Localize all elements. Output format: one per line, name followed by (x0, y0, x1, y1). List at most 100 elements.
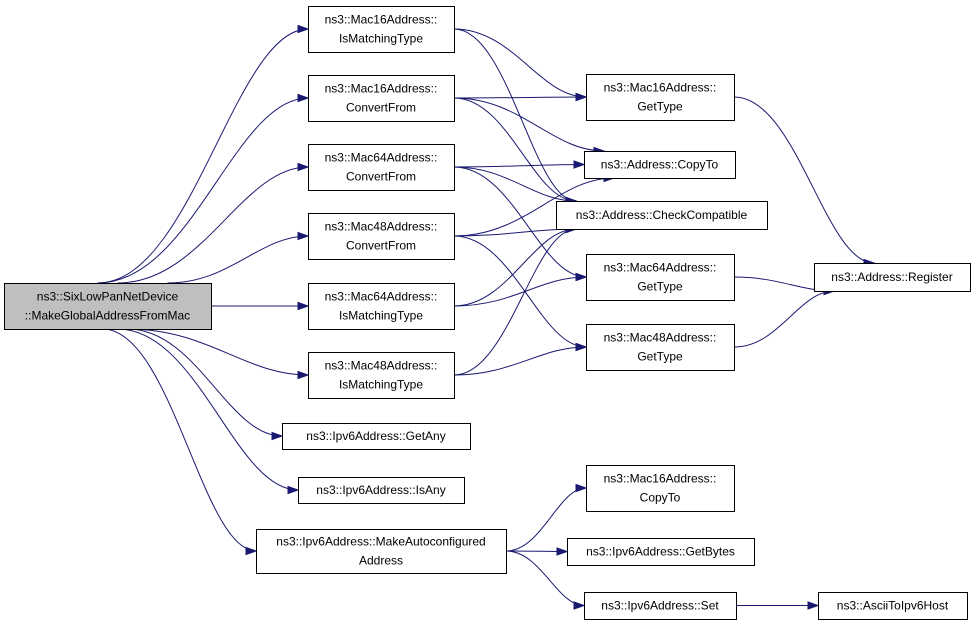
node-mac48-ismatch[interactable]: ns3::Mac48Address::IsMatchingType (308, 352, 455, 399)
node-label: ns3::Mac16Address:: (325, 82, 438, 96)
node-box (282, 423, 471, 450)
node-label: ns3::Ipv6Address::IsAny (316, 483, 445, 497)
edge-root-to-mac48-convert (167, 235, 309, 284)
edge-mac64-convert-to-addr-copyto-arrowhead (573, 160, 586, 169)
edge-mac48-convert-to-addr-copyto (453, 177, 615, 237)
node-ipv6-set[interactable]: ns3::Ipv6Address::Set (584, 592, 737, 620)
node-box (556, 201, 768, 230)
node-label: ns3::Mac16Address:: (604, 472, 717, 486)
edge-root-to-mac64-ismatch-arrowhead (297, 301, 310, 311)
node-label: ns3::Address::Register (831, 270, 952, 284)
node-ipv6-isany[interactable]: ns3::Ipv6Address::IsAny (298, 477, 465, 504)
node-addr-register[interactable]: ns3::Address::Register (814, 263, 971, 292)
edge-root-to-mac16-convert (97, 97, 309, 284)
edge-mac48-convert-to-mac48-gettype (453, 235, 587, 348)
node-label: IsMatchingType (339, 309, 423, 323)
edge-ipv6-makeauto-to-ipv6-getbytes-arrowhead (556, 547, 569, 556)
node-label: ConvertFrom (346, 239, 416, 253)
edge-mac16-convert-to-addr-copyto (453, 97, 605, 152)
edge-mac16-convert-to-mac16-gettype-arrowhead (575, 92, 588, 102)
node-label: IsMatchingType (339, 32, 423, 46)
node-box (308, 144, 455, 191)
edge-root-to-mac16-ismatch-arrowhead (297, 24, 310, 34)
node-box (586, 254, 735, 301)
edge-root-to-mac48-ismatch-arrowhead (297, 370, 310, 380)
edge-root-to-ipv6-getany (127, 328, 283, 437)
edge-mac48-ismatch-to-addr-checkcompat (453, 228, 577, 376)
node-addr-checkcompat[interactable]: ns3::Address::CheckCompatible (556, 201, 768, 230)
edge-mac48-gettype-to-addr-register (733, 290, 835, 348)
node-ipv6-getbytes[interactable]: ns3::Ipv6Address::GetBytes (567, 538, 755, 566)
node-label: ns3::Address::CheckCompatible (576, 208, 748, 222)
node-mac16-gettype[interactable]: ns3::Mac16Address::GetType (586, 74, 735, 121)
node-label: ns3::AsciiToIpv6Host (837, 599, 949, 613)
edges (97, 24, 876, 610)
edge-root-to-ipv6-makeauto-arrowhead (245, 546, 258, 556)
edge-mac64-ismatch-to-mac64-gettype-arrowhead (575, 272, 588, 282)
node-mac48-gettype[interactable]: ns3::Mac48Address::GetType (586, 324, 735, 371)
node-mac64-ismatch[interactable]: ns3::Mac64Address::IsMatchingType (308, 283, 455, 330)
edge-mac64-convert-to-mac64-gettype (453, 166, 587, 278)
edge-root-to-mac64-convert-arrowhead (297, 162, 310, 172)
node-box (586, 465, 735, 512)
node-label: GetType (637, 100, 683, 114)
node-label: ns3::Mac48Address:: (325, 220, 438, 234)
edge-root-to-mac48-convert-arrowhead (297, 231, 310, 241)
node-box (818, 592, 968, 620)
edge-mac48-ismatch-to-mac48-gettype-arrowhead (575, 342, 588, 352)
node-label: ns3::Ipv6Address::GetBytes (586, 545, 735, 559)
node-label: ns3::Ipv6Address::Set (601, 599, 719, 613)
node-box (584, 592, 737, 620)
node-box (256, 529, 507, 574)
edge-root-to-ipv6-makeauto (102, 328, 257, 552)
edge-mac16-convert-to-addr-checkcompat (453, 97, 577, 202)
node-mac48-convert[interactable]: ns3::Mac48Address::ConvertFrom (308, 213, 455, 260)
node-label: Address (359, 554, 403, 568)
node-root[interactable]: ns3::SixLowPanNetDevice::MakeGlobalAddre… (4, 283, 212, 330)
node-label: GetType (637, 350, 683, 364)
node-label: ns3::Mac64Address:: (325, 290, 438, 304)
edge-root-to-ipv6-getany-arrowhead (271, 431, 284, 441)
node-box (308, 75, 455, 122)
node-box (586, 74, 735, 121)
node-label: ns3::Mac64Address:: (325, 151, 438, 165)
node-ipv6-makeauto[interactable]: ns3::Ipv6Address::MakeAutoconfiguredAddr… (256, 529, 507, 574)
edge-ipv6-set-to-ascii-toipv6-arrowhead (807, 601, 820, 610)
node-box (308, 352, 455, 399)
nodes: ns3::SixLowPanNetDevice::MakeGlobalAddre… (4, 6, 971, 620)
node-mac16-copyto[interactable]: ns3::Mac16Address::CopyTo (586, 465, 735, 512)
node-box (308, 283, 455, 330)
node-label: GetType (637, 280, 683, 294)
node-label: ns3::SixLowPanNetDevice (37, 290, 179, 304)
node-box (584, 151, 736, 179)
node-mac64-convert[interactable]: ns3::Mac64Address::ConvertFrom (308, 144, 455, 191)
node-mac16-ismatch[interactable]: ns3::Mac16Address::IsMatchingType (308, 6, 455, 53)
edge-root-to-mac48-ismatch (127, 328, 309, 376)
edge-root-to-ipv6-isany-arrowhead (287, 485, 300, 495)
node-label: ns3::Mac16Address:: (325, 13, 438, 27)
node-box (298, 477, 465, 504)
node-label: ns3::Mac64Address:: (604, 261, 717, 275)
node-box (308, 213, 455, 260)
node-label: ::MakeGlobalAddressFromMac (25, 309, 190, 323)
edge-mac48-ismatch-to-mac48-gettype (453, 346, 587, 376)
edge-ipv6-makeauto-to-ipv6-set-arrowhead (573, 601, 586, 610)
node-box (4, 283, 212, 330)
node-label: IsMatchingType (339, 378, 423, 392)
edge-root-to-mac16-ismatch (97, 28, 309, 284)
edge-mac64-ismatch-to-addr-checkcompat (453, 228, 577, 307)
edge-mac16-ismatch-to-addr-checkcompat (453, 28, 577, 202)
edge-mac16-gettype-to-addr-register (733, 96, 875, 264)
edge-mac64-convert-to-addr-checkcompat (453, 166, 577, 202)
edge-ipv6-makeauto-to-mac16-copyto-arrowhead (575, 483, 588, 493)
node-mac16-convert[interactable]: ns3::Mac16Address::ConvertFrom (308, 75, 455, 122)
edge-root-to-ipv6-isany (117, 328, 299, 491)
node-ipv6-getany[interactable]: ns3::Ipv6Address::GetAny (282, 423, 471, 450)
node-label: ns3::Ipv6Address::GetAny (306, 429, 445, 443)
node-ascii-toipv6[interactable]: ns3::AsciiToIpv6Host (818, 592, 968, 620)
node-label: ns3::Mac16Address:: (604, 81, 717, 95)
node-addr-copyto[interactable]: ns3::Address::CopyTo (584, 151, 736, 179)
node-label: ConvertFrom (346, 101, 416, 115)
node-mac64-gettype[interactable]: ns3::Mac64Address::GetType (586, 254, 735, 301)
